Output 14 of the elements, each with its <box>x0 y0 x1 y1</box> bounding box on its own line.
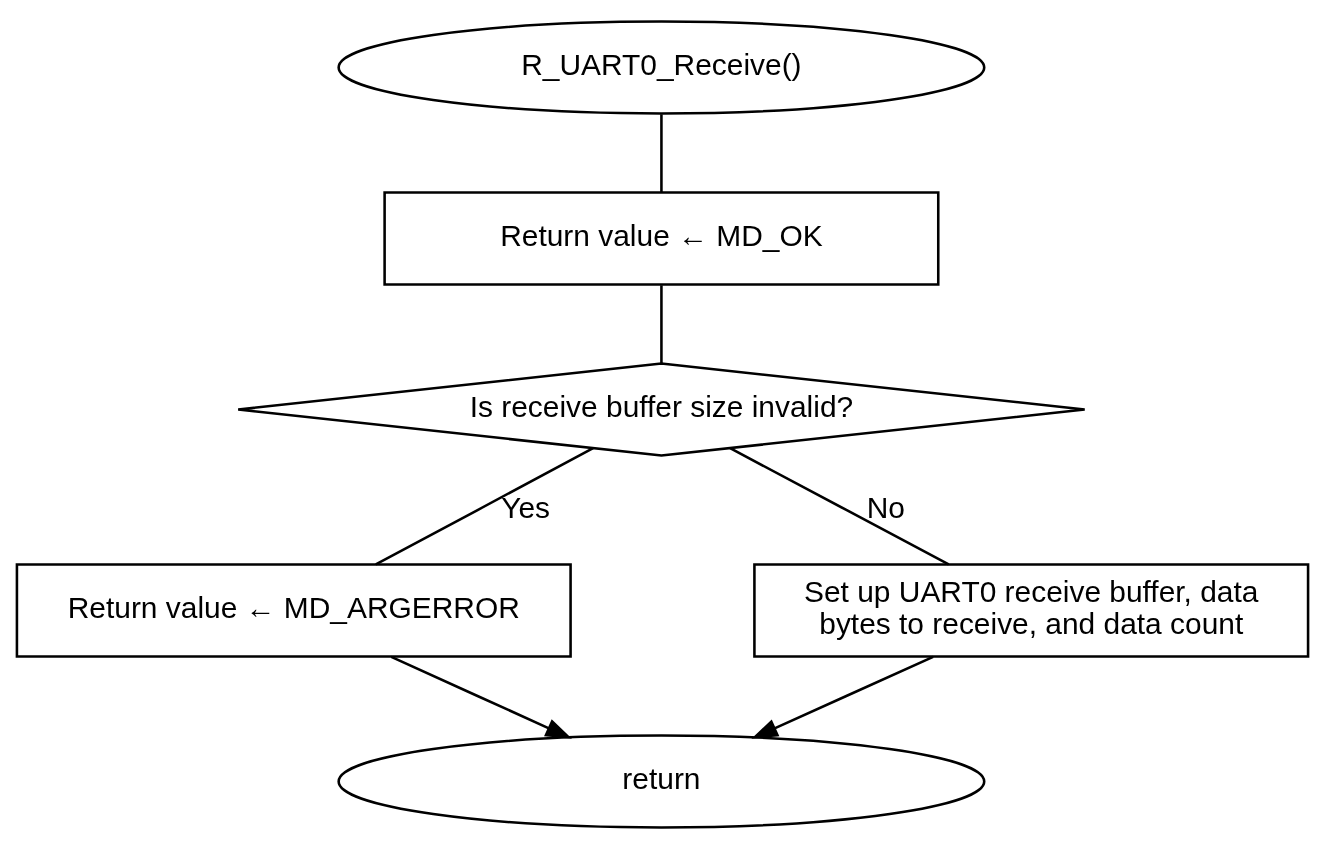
node-diamond: Is receive buffer size invalid? <box>236 361 1086 457</box>
connector <box>660 284 663 363</box>
connector <box>729 446 950 566</box>
arrow <box>751 655 934 739</box>
node-ellipse: return <box>337 733 986 829</box>
arrow <box>390 655 573 739</box>
edge-label: No <box>866 490 905 524</box>
connector <box>375 446 594 566</box>
node-box: Return value ← MD_OK <box>383 190 940 286</box>
edge-label: Yes <box>501 490 551 524</box>
node-box: Return value ← MD_ARGERROR <box>15 562 572 658</box>
node-ellipse: R_UART0_Receive() <box>337 19 986 115</box>
node-box: Set up UART0 receive buffer, data bytes to receive, and data count <box>753 562 1310 658</box>
connector <box>660 113 663 192</box>
